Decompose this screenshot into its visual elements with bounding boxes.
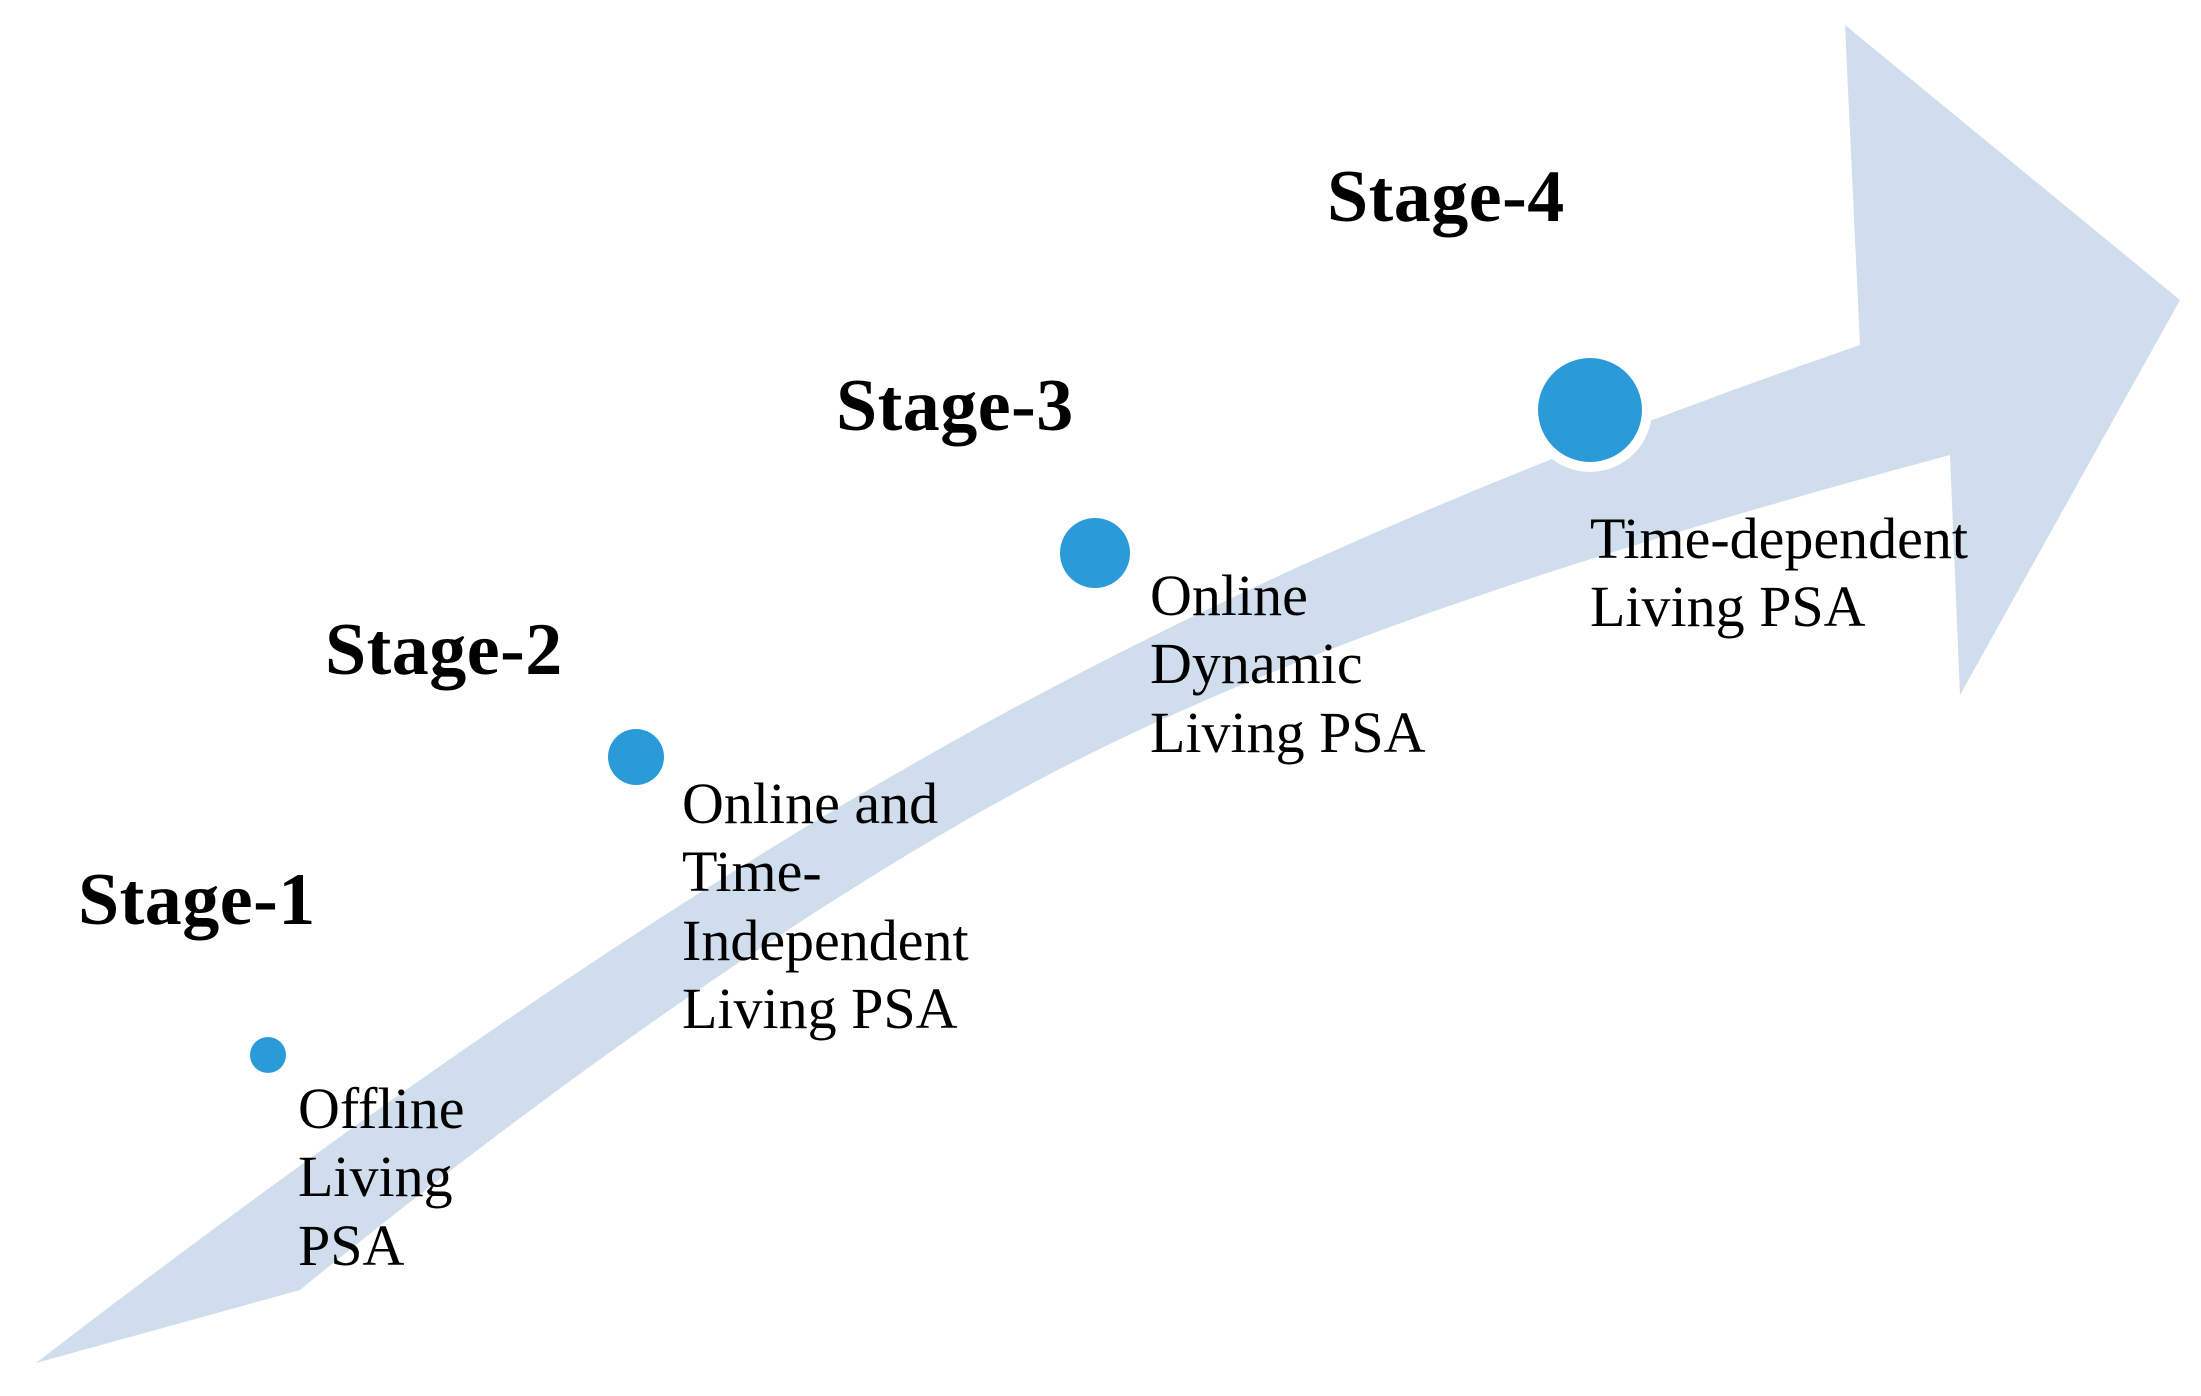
stage-4-dot[interactable] [1538,358,1642,462]
stage-2-desc-line: Living PSA [682,976,958,1042]
stage-3-desc-line: Online [1150,563,1308,628]
stage-4-desc-line: Living PSA [1590,574,1866,640]
stage-2-description: Online and Time- Independent Living PSA [682,770,1102,1044]
stage-2-desc-line: Online and [682,771,939,836]
stage-4-title: Stage-4 [1327,156,1565,238]
stage-1-dot[interactable] [250,1037,286,1073]
stage-3-desc-line: Dynamic [1150,631,1363,697]
stage-1-desc-line: Living [298,1144,453,1210]
stage-4-desc-line: Time-dependent [1590,506,1969,571]
stage-3-dot[interactable] [1060,518,1130,588]
arrow-shape [36,25,2180,1363]
stage-3-desc-line: Living PSA [1150,699,1426,765]
stage-3-description: Online Dynamic Living PSA [1150,562,1550,767]
stage-2-desc-line: Time- [682,839,822,905]
stage-2-desc-line: Independent [682,907,969,973]
stage-3-title: Stage-3 [836,365,1074,447]
stage-4-description: Time-dependent Living PSA [1590,505,2170,642]
stage-1-description: Offline Living PSA [298,1075,538,1280]
stage-2-title: Stage-2 [325,609,563,691]
stage-1-desc-line: Offline [298,1076,465,1141]
stage-2-dot[interactable] [608,729,664,785]
stage-1-title: Stage-1 [78,859,316,941]
stage-1-desc-line: PSA [298,1212,405,1278]
